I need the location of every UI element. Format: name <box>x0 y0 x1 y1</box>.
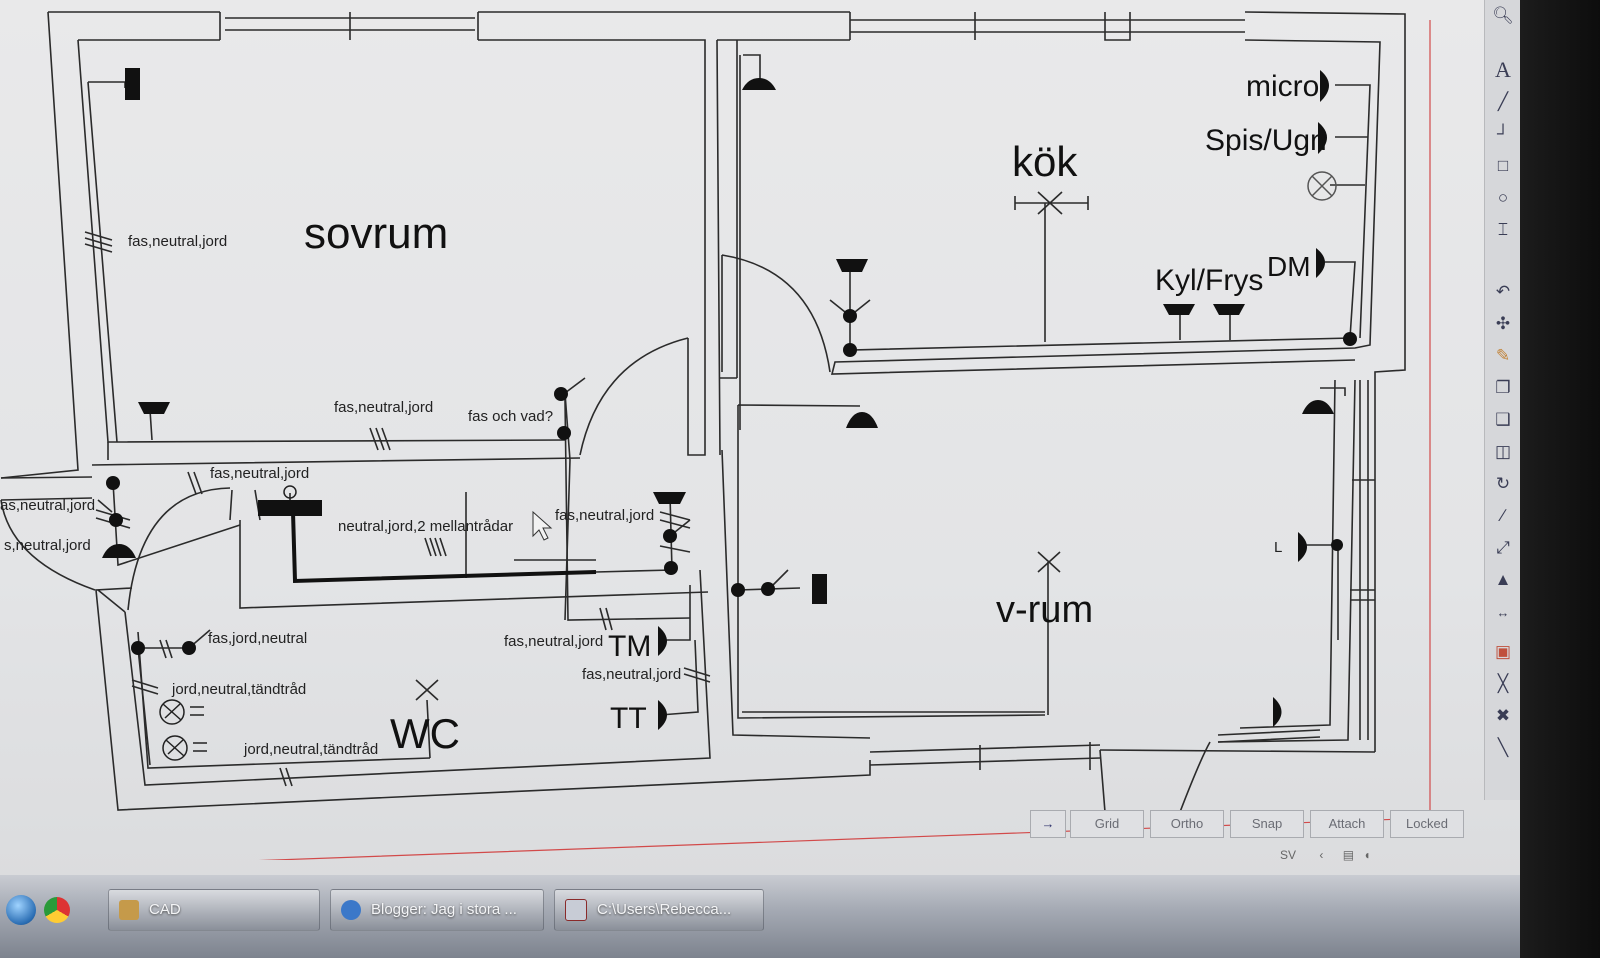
monitor-bezel <box>1520 0 1600 958</box>
drawing-canvas[interactable]: sovrum kök v-rum WC micro Spis/Ugn DM Ky… <box>0 0 1480 860</box>
window-sovrum <box>219 12 479 40</box>
snap-toggle[interactable]: Snap <box>1230 810 1304 838</box>
wire-label: fas,neutral,jord <box>555 507 654 524</box>
window-right <box>1350 380 1375 740</box>
ceiling-outlet-kok <box>1014 191 1089 215</box>
status-bar: → Grid Ortho Snap Attach Locked <box>1030 806 1470 842</box>
grid-toggle[interactable]: Grid <box>1070 810 1144 838</box>
explode-icon[interactable]: ✖ <box>1495 706 1511 725</box>
mirror-icon[interactable]: ◫ <box>1494 442 1512 461</box>
door-arc-kok <box>721 254 831 373</box>
undo-icon[interactable]: ↶ <box>1495 282 1511 301</box>
folder-window-icon <box>565 899 587 922</box>
wire-label: fas,neutral,jord <box>504 633 603 650</box>
paste-icon[interactable]: ❑ <box>1495 410 1511 429</box>
label-l: L <box>1274 539 1282 556</box>
taskbar: CAD Blogger: Jag i stora ... C:\Users\Re… <box>0 875 1520 958</box>
ie-icon <box>341 900 361 921</box>
snap-point-icon[interactable]: ▣ <box>1494 642 1512 661</box>
rectangle-tool-icon[interactable]: □ <box>1497 156 1509 175</box>
copy-icon[interactable]: ❐ <box>1495 378 1511 397</box>
wall-vrum-left <box>737 404 1046 719</box>
taskbar-item-cad[interactable]: CAD <box>108 889 320 931</box>
language-indicator[interactable]: SV <box>1280 848 1297 862</box>
draw-toolbar: 🔍︎ A ╱ ┘ □ ○ ⌶ ↶ ✣ ✎ ❐ ❑ ◫ ↻ ∕ ⤢ ▲ ↔ ▣ ╳… <box>1484 0 1521 800</box>
start-button[interactable] <box>6 895 36 925</box>
break-icon[interactable]: ╲ <box>1497 738 1509 757</box>
door-arc-hall <box>127 487 231 611</box>
rotate-icon[interactable]: ↻ <box>1495 474 1511 493</box>
zoom-icon[interactable]: 🔍︎ <box>1492 6 1514 25</box>
wire-label: fas,neutral,jord <box>210 465 309 482</box>
text-tool-icon[interactable]: A <box>1495 57 1511 82</box>
taskbar-item-blogger[interactable]: Blogger: Jag i stora ... <box>330 889 544 931</box>
door-arc-sovrum <box>579 337 689 456</box>
scale-icon[interactable]: ⤢ <box>1496 538 1510 557</box>
label-micro: micro <box>1246 70 1319 103</box>
wire-label: jord,neutral,tändtråd <box>171 681 306 698</box>
tray-arrow-icon[interactable]: ‹ <box>1319 848 1324 862</box>
wire-label: fas och vad? <box>468 408 553 425</box>
window-kok <box>849 12 1245 41</box>
room-label-vrum: v-rum <box>996 589 1093 631</box>
wire-label: jord,neutral,tändtråd <box>243 741 378 758</box>
chrome-icon[interactable] <box>44 897 70 923</box>
label-tm: TM <box>608 630 651 663</box>
mouse-cursor <box>532 510 553 541</box>
outer-wall-top <box>48 11 1406 752</box>
room-label-sovrum: sovrum <box>304 209 448 258</box>
main-feed-line <box>291 511 597 584</box>
label-dm: DM <box>1267 251 1311 282</box>
volume-icon[interactable]: ◖ <box>1363 848 1371 862</box>
wire-label: fas,neutral,jord <box>334 399 433 416</box>
trim-icon[interactable]: ∕ <box>1501 506 1505 525</box>
network-icon[interactable]: ▤ <box>1342 848 1355 862</box>
cad-app-icon <box>119 900 139 921</box>
dimension-tool-icon[interactable]: ⌶ <box>1497 220 1509 239</box>
measure-icon[interactable]: ↔ <box>1496 604 1510 620</box>
room-label-wc: WC <box>390 710 460 757</box>
locked-toggle[interactable]: Locked <box>1390 810 1464 838</box>
label-kyl-frys: Kyl/Frys <box>1155 264 1263 297</box>
distribution-board <box>258 500 322 516</box>
wire-label: fas,jord,neutral <box>208 630 307 647</box>
taskbar-item-explorer[interactable]: C:\Users\Rebecca... <box>554 889 764 931</box>
floor-plan: sovrum kök v-rum WC micro Spis/Ugn DM Ky… <box>0 11 1431 860</box>
ceiling-outlet-wc <box>415 679 439 759</box>
window-vrum <box>869 742 1101 770</box>
ortho-toggle[interactable]: Ortho <box>1150 810 1224 838</box>
wall-bottom <box>95 449 1376 811</box>
attach-toggle[interactable]: Attach <box>1310 810 1384 838</box>
circle-tool-icon[interactable]: ○ <box>1497 188 1509 207</box>
erase-icon[interactable]: ╳ <box>1497 674 1509 693</box>
line-tool-icon[interactable]: ╱ <box>1497 92 1509 111</box>
wall-sovrum-right <box>78 39 706 456</box>
ceiling-outlet-vrum <box>1037 551 1061 573</box>
wire-label: fas,neutral,jord <box>128 233 227 250</box>
wire-label: neutral,jord,2 mellantrådar <box>338 518 513 535</box>
hatch-icon[interactable]: ▲ <box>1494 570 1512 589</box>
wire-label: as,neutral,jord <box>0 497 95 514</box>
room-label-kok: kök <box>1012 138 1078 185</box>
wire-label: s,neutral,jord <box>4 537 91 554</box>
pencil-icon[interactable]: ✎ <box>1495 346 1511 365</box>
wall-kok <box>717 39 1381 375</box>
wire-label: fas,neutral,jord <box>582 666 681 683</box>
system-tray: SV ‹ ▤ ◖ <box>1280 848 1480 868</box>
label-tt: TT <box>610 702 647 735</box>
arrow-icon[interactable]: → <box>1030 810 1066 838</box>
polyline-tool-icon[interactable]: ┘ <box>1496 124 1510 143</box>
label-spis-ugn: Spis/Ugn <box>1205 124 1327 157</box>
move-icon[interactable]: ✣ <box>1495 314 1511 333</box>
